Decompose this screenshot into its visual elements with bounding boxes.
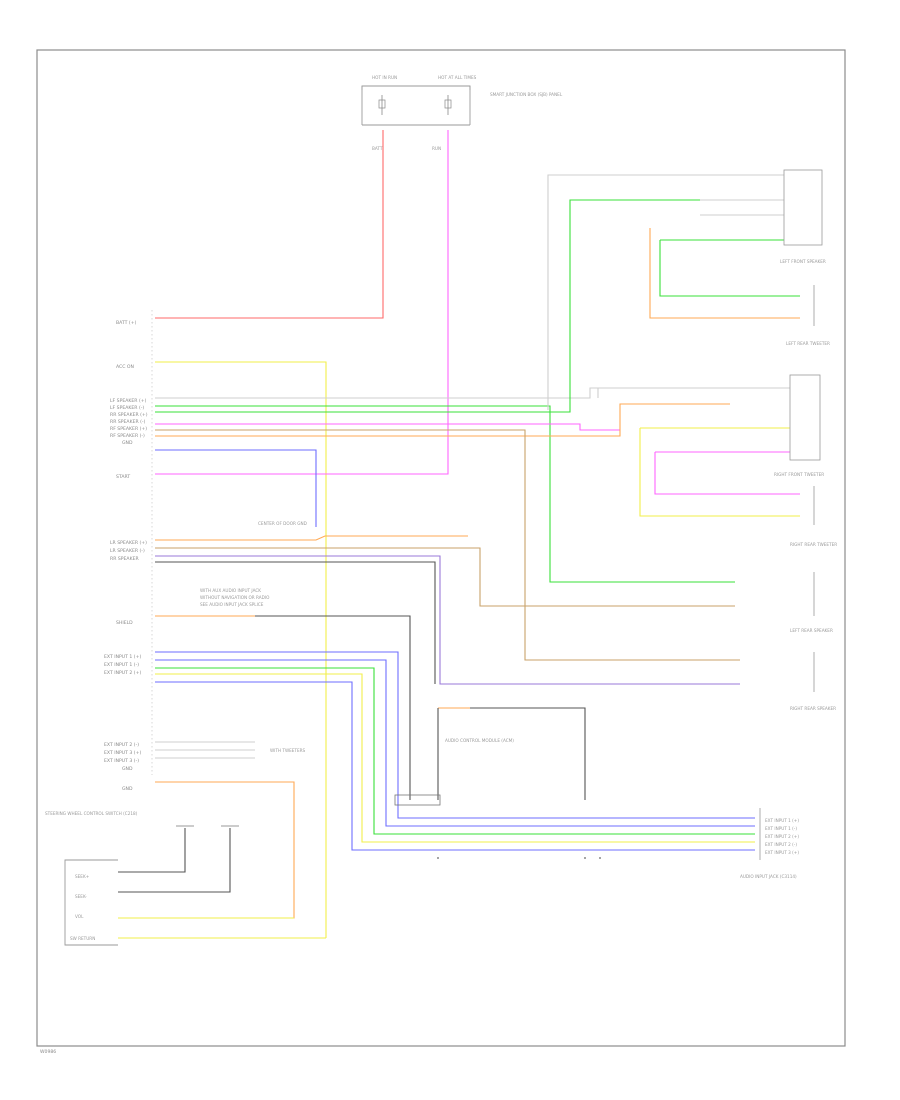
- wire-rf-pos: [155, 403, 730, 437]
- jack-pin-1: EXT INPUT 1 (+): [765, 818, 799, 823]
- wire-acc: [155, 361, 327, 938]
- pin-rf-neg: RF SPEAKER (-): [110, 433, 145, 439]
- sw-pin-seek-up: SEEK+: [75, 874, 90, 879]
- wire-lr-pos-b: [155, 547, 735, 607]
- fuse-symbol-1: [378, 95, 386, 115]
- pin-ext1-neg: EXT INPUT 1 (-): [104, 662, 139, 668]
- wire-ext1-neg: [155, 659, 755, 827]
- jack-pin-4: EXT INPUT 2 (-): [765, 842, 797, 847]
- wire-lr-neg: [155, 555, 740, 685]
- jack-label: AUDIO INPUT JACK (C3114): [740, 874, 797, 879]
- diagram-frame: [36, 49, 846, 1047]
- wire-lf-neg: [155, 405, 735, 583]
- pin-lr-pos: LR SPEAKER (+): [110, 540, 147, 546]
- wire-rr-neg: [155, 423, 620, 431]
- wire-lr-pos: [155, 535, 468, 541]
- top-pin-run: RUN: [432, 146, 441, 151]
- jack-pin-5: EXT INPUT 3 (+): [765, 850, 799, 855]
- wire-ext3: [155, 681, 755, 851]
- pin-ext2-neg: EXT INPUT 2 (-): [104, 742, 139, 748]
- wire-ext1-pos: [155, 651, 755, 819]
- pin-shield: SHIELD: [116, 620, 133, 626]
- pin-lf-neg: LF SPEAKER (-): [110, 405, 144, 411]
- fuse-label-run: HOT IN RUN: [372, 75, 397, 80]
- pin-start: START: [116, 474, 130, 480]
- note-nav: WITHOUT NAVIGATION OR RADIO: [200, 595, 270, 600]
- door-gnd-label: CENTER OF DOOR GND: [258, 521, 307, 526]
- steering-wheel-switch: SEEK+ SEEK- VOL SW RETURN STEERING WHEEL…: [45, 811, 294, 946]
- left-front-speaker-group: LEFT FRONT SPEAKER LEFT REAR TWEETER: [547, 169, 830, 410]
- lr-tweeter-label: LEFT REAR TWEETER: [786, 341, 830, 346]
- fuse-box-label: SMART JUNCTION BOX (SJB) PANEL: [490, 92, 563, 97]
- jack-pin-3: EXT INPUT 2 (+): [765, 834, 799, 839]
- jack-pin-2: EXT INPUT 1 (-): [765, 826, 797, 831]
- right-rear-speaker-group: RIGHT REAR SPEAKER: [790, 652, 836, 711]
- splice-dots: [437, 857, 601, 859]
- fuse-symbol-2: [444, 95, 452, 115]
- left-rear-speaker-group: LEFT REAR SPEAKER: [790, 572, 833, 633]
- wire-rr-spk: [155, 561, 436, 684]
- lf-speaker-label: LEFT FRONT SPEAKER: [780, 259, 826, 264]
- fuse-block: HOT IN RUN HOT AT ALL TIMES SMART JUNCTI…: [361, 75, 563, 151]
- note-aux: WITH AUX AUDIO INPUT JACK: [200, 588, 261, 593]
- top-pin-batt: BATT: [372, 146, 383, 151]
- wire-run: [155, 130, 449, 475]
- pin-ext3-pos: EXT INPUT 3 (+): [104, 750, 141, 756]
- pin-ext1-pos: EXT INPUT 1 (+): [104, 654, 141, 660]
- wire-rf-neg: [155, 429, 740, 661]
- pin-lr-neg: LR SPEAKER (-): [110, 548, 145, 554]
- wire-ext2-neg: [155, 673, 755, 843]
- wire-batt: [155, 130, 384, 319]
- fuse-label-hot: HOT AT ALL TIMES: [438, 75, 477, 80]
- pin-ext2-pos: EXT INPUT 2 (+): [104, 670, 141, 676]
- pin-rf-pos: RF SPEAKER (+): [110, 426, 147, 432]
- audio-input-jack: EXT INPUT 1 (+) EXT INPUT 1 (-) EXT INPU…: [740, 808, 799, 879]
- right-front-speaker-group: RIGHT FRONT TWEETER RIGHT REAR TWEETER: [597, 374, 837, 547]
- pin-rr-neg: RR SPEAKER (-): [110, 419, 146, 425]
- footer-code: W0986: [40, 1049, 56, 1055]
- wire-ext2-pos: [155, 667, 755, 835]
- lr-speaker-label: LEFT REAR SPEAKER: [790, 628, 833, 633]
- pin-lf-pos: LF SPEAKER (+): [110, 398, 147, 404]
- pin-gnd-1: GND: [122, 440, 133, 446]
- pin-rr-pos: RR SPEAKER (+): [110, 412, 148, 418]
- sw-label: STEERING WHEEL CONTROL SWITCH (C218): [45, 811, 138, 816]
- rr-tweeter-label: RIGHT REAR TWEETER: [790, 542, 837, 547]
- pin-gnd-2: GND: [122, 766, 133, 772]
- pin-acc: ACC ON: [116, 364, 134, 370]
- wire-shield-b: [255, 615, 411, 800]
- pin-rr-spk: RR SPEAKER: [110, 556, 139, 562]
- pin-ext3-neg: EXT INPUT 3 (-): [104, 758, 139, 764]
- pin-gnd-3: GND: [122, 786, 133, 792]
- note-splice: SEE AUDIO INPUT JACK SPLICE: [200, 602, 264, 607]
- wire-lf-pos: [155, 387, 730, 399]
- rr-speaker-label: RIGHT REAR SPEAKER: [790, 706, 836, 711]
- sw-pin-seek-down: SEEK-: [75, 894, 87, 899]
- wire-gnd-switch: [118, 781, 295, 919]
- sw-pin-vol: VOL: [75, 914, 84, 919]
- acm-label: AUDIO CONTROL MODULE (ACM): [445, 738, 514, 743]
- audio-unit-connector: BATT (+) ACC ON LF SPEAKER (+) LF SPEAKE…: [104, 310, 153, 792]
- sw-pin-return: SW RETURN: [70, 936, 95, 941]
- pin-batt: BATT (+): [116, 320, 137, 326]
- acm-module: AUDIO CONTROL MODULE (ACM): [394, 707, 586, 806]
- note-tweeters: WITH TWEETERS: [270, 748, 306, 753]
- rf-tweeter-label: RIGHT FRONT TWEETER: [774, 472, 824, 477]
- wire-gnd: [155, 449, 317, 527]
- wire-rr-pos: [155, 199, 735, 413]
